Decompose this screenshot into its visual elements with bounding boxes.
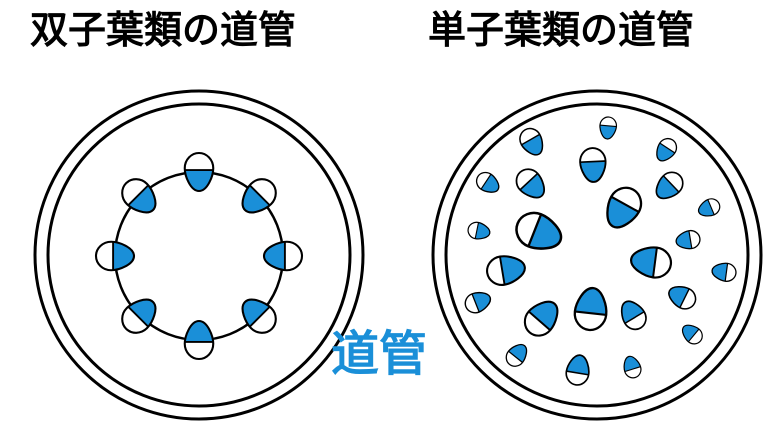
monocot-bundle	[606, 186, 643, 229]
monocot-bundle	[630, 246, 672, 279]
monocot-bundle	[579, 147, 607, 183]
monocot-epidermis-outer	[431, 89, 763, 421]
dicot-bundle	[183, 151, 215, 193]
dicot-bundle	[94, 240, 136, 272]
dicot-epidermis-inner	[46, 102, 352, 408]
monocot-bundle	[697, 198, 721, 217]
monocot-bundle	[519, 127, 544, 156]
monocot-bundle	[573, 286, 608, 332]
dicot-bundle	[121, 178, 157, 214]
dicot-bundle	[262, 240, 304, 272]
xylem-callout-label: 道管	[331, 326, 428, 382]
monocot-bundle	[620, 300, 647, 331]
monocot-bundle	[475, 171, 500, 193]
monocot-bundle	[656, 137, 678, 162]
monocot-bundle	[711, 262, 737, 282]
dicot-bundle	[241, 298, 277, 334]
monocot-bundle	[623, 355, 642, 379]
dicot-epidermis-outer	[33, 89, 365, 421]
monocot-epidermis-inner	[444, 102, 750, 408]
dicot-stem	[33, 89, 365, 421]
monocot-bundle	[565, 354, 590, 386]
monocot-bundle	[464, 291, 492, 314]
title-monocot: 単子葉類の道管	[428, 8, 695, 52]
monocot-bundle	[505, 343, 528, 367]
dicot-bundle	[121, 298, 157, 334]
monocot-bundle	[599, 116, 618, 140]
monocot-bundle	[515, 211, 563, 250]
monocot-bundle	[675, 229, 701, 250]
dicot-bundle	[241, 178, 277, 214]
title-dicot: 双子葉類の道管	[30, 8, 297, 52]
monocot-stem	[431, 89, 763, 421]
monocot-bundle	[486, 255, 526, 286]
dicot-bundle	[183, 319, 215, 361]
monocot-vascular-bundles	[464, 116, 737, 386]
monocot-bundle	[668, 285, 697, 310]
monocot-bundle	[523, 300, 559, 337]
monocot-bundle	[681, 324, 703, 345]
monocot-bundle	[655, 171, 684, 200]
monocot-bundle	[515, 168, 545, 199]
monocot-bundle	[467, 221, 491, 240]
dicot-vascular-bundles	[94, 151, 304, 361]
